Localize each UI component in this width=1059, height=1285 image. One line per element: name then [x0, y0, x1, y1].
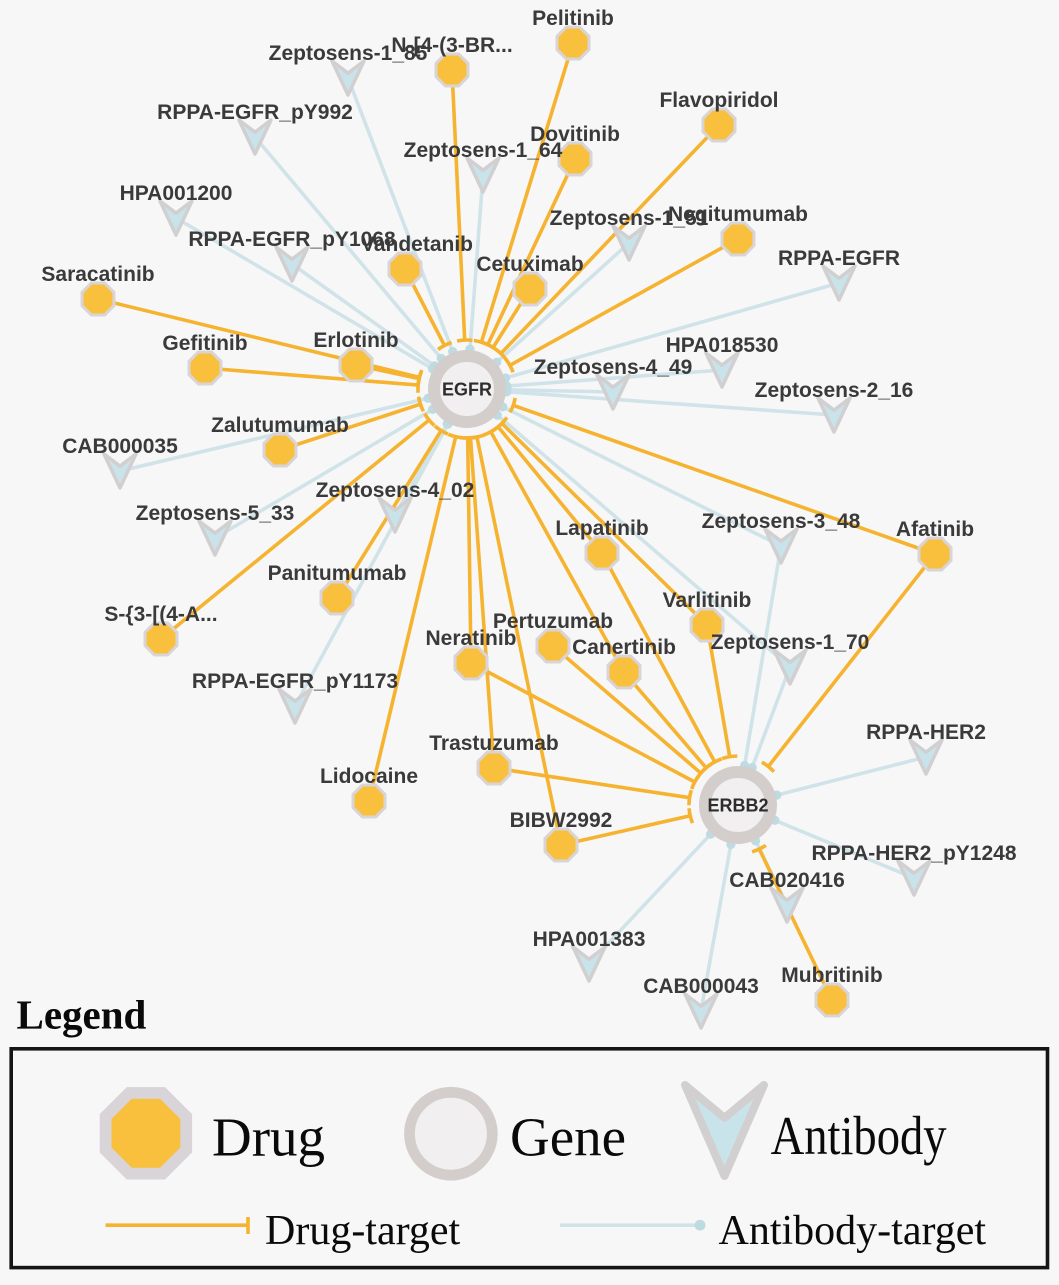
svg-text:Saracatinib: Saracatinib — [41, 263, 154, 286]
svg-text:Lidocaine: Lidocaine — [320, 765, 418, 788]
svg-text:Zeptosens-4_02: Zeptosens-4_02 — [316, 479, 475, 502]
svg-text:Cetuximab: Cetuximab — [476, 253, 583, 276]
svg-text:Antibody-target: Antibody-target — [719, 1208, 987, 1254]
svg-text:Neratinib: Neratinib — [425, 627, 516, 650]
svg-text:Negitumumab: Negitumumab — [668, 203, 808, 226]
svg-text:RPPA-HER2: RPPA-HER2 — [866, 721, 986, 744]
svg-text:Lapatinib: Lapatinib — [555, 517, 648, 540]
svg-text:Drug: Drug — [212, 1107, 325, 1168]
svg-text:Zeptosens-1_51: Zeptosens-1_51 — [550, 207, 709, 230]
svg-text:BIBW2992: BIBW2992 — [510, 809, 613, 832]
svg-text:CAB020416: CAB020416 — [729, 869, 845, 892]
svg-text:CAB000043: CAB000043 — [643, 975, 759, 998]
svg-text:CAB000035: CAB000035 — [62, 435, 178, 458]
svg-text:S-{3-[(4-A...: S-{3-[(4-A... — [104, 603, 217, 626]
svg-text:Gene: Gene — [510, 1107, 626, 1168]
svg-text:Dovitinib: Dovitinib — [530, 123, 620, 146]
svg-text:ERBB2: ERBB2 — [707, 796, 768, 816]
svg-text:Zalutumumab: Zalutumumab — [211, 414, 349, 437]
svg-text:HPA001383: HPA001383 — [533, 928, 646, 951]
svg-text:Varlitinib: Varlitinib — [663, 589, 752, 612]
svg-text:Afatinib: Afatinib — [896, 518, 974, 541]
svg-text:Trastuzumab: Trastuzumab — [429, 732, 559, 755]
svg-text:RPPA-EGFR_pY1173: RPPA-EGFR_pY1173 — [192, 670, 398, 693]
svg-text:Zeptosens-4_49: Zeptosens-4_49 — [534, 356, 693, 379]
svg-text:Zeptosens-1_85: Zeptosens-1_85 — [269, 42, 428, 65]
svg-text:Flavopiridol: Flavopiridol — [659, 89, 778, 112]
svg-text:RPPA-EGFR_pY1068: RPPA-EGFR_pY1068 — [188, 228, 396, 251]
svg-text:Vandetanib: Vandetanib — [361, 233, 473, 256]
svg-text:HPA018530: HPA018530 — [666, 334, 779, 357]
svg-text:Zeptosens-1_64: Zeptosens-1_64 — [404, 139, 563, 162]
svg-text:RPPA-EGFR: RPPA-EGFR — [778, 247, 900, 270]
svg-text:Canertinib: Canertinib — [572, 636, 676, 659]
svg-text:Erlotinib: Erlotinib — [313, 329, 398, 352]
svg-text:Mubritinib: Mubritinib — [781, 964, 882, 987]
svg-text:N-[4-(3-BR...: N-[4-(3-BR... — [391, 34, 512, 57]
svg-text:Gefitinib: Gefitinib — [162, 332, 247, 355]
svg-text:Legend: Legend — [17, 992, 147, 1038]
svg-text:Antibody: Antibody — [771, 1105, 947, 1166]
svg-text:HPA001200: HPA001200 — [120, 182, 233, 205]
svg-text:EGFR: EGFR — [442, 380, 492, 400]
svg-text:Pelitinib: Pelitinib — [532, 7, 614, 30]
svg-text:RPPA-EGFR_pY992: RPPA-EGFR_pY992 — [157, 101, 353, 124]
svg-text:Drug-target: Drug-target — [265, 1208, 460, 1254]
svg-text:Zeptosens-1_70: Zeptosens-1_70 — [711, 631, 870, 654]
svg-text:Zeptosens-2_16: Zeptosens-2_16 — [755, 379, 914, 402]
svg-text:Pertuzumab: Pertuzumab — [493, 610, 613, 633]
svg-text:Zeptosens-3_48: Zeptosens-3_48 — [702, 510, 861, 533]
svg-text:RPPA-HER2_pY1248: RPPA-HER2_pY1248 — [811, 842, 1016, 865]
svg-text:Panitumumab: Panitumumab — [268, 562, 407, 585]
svg-text:Zeptosens-5_33: Zeptosens-5_33 — [136, 502, 295, 525]
